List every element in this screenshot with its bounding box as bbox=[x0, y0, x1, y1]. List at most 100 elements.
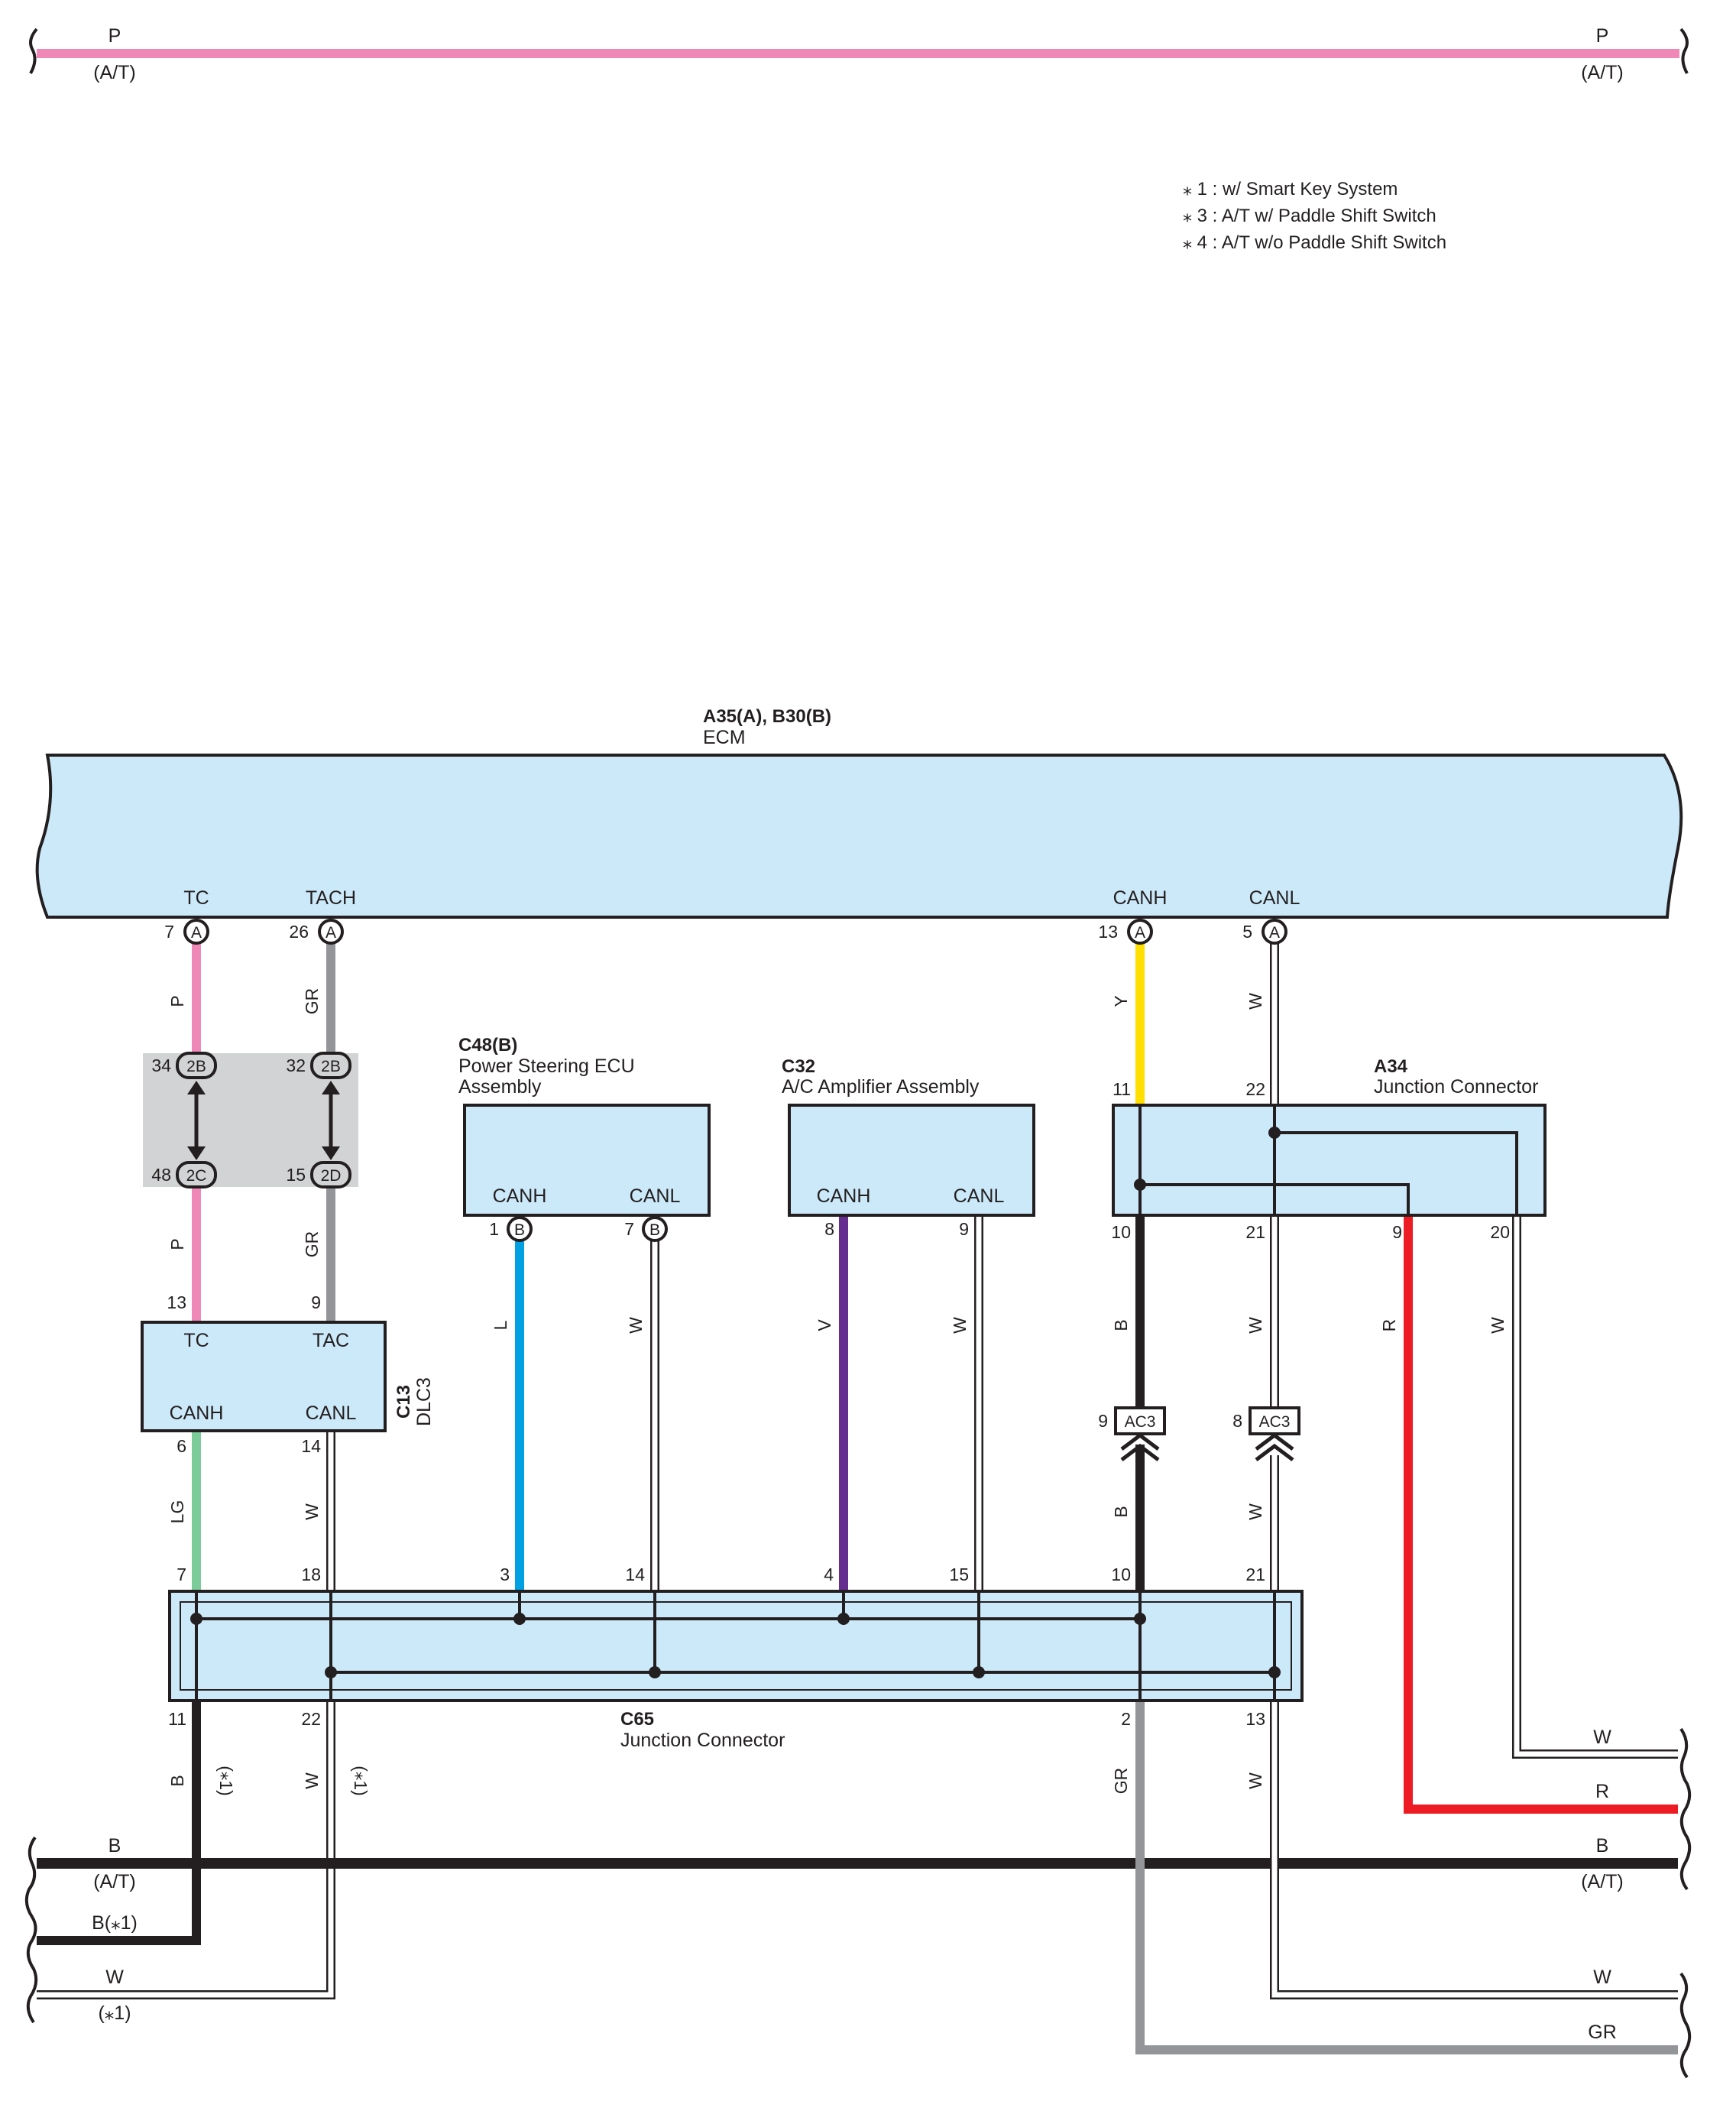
wire-code: B bbox=[167, 1775, 187, 1786]
c48-terminal: CANH bbox=[493, 1185, 547, 1207]
notes: ⁎ 1 : w/ Smart Key System ⁎ 3 : A/T w/ P… bbox=[1183, 179, 1446, 253]
pin-number: 20 bbox=[1490, 1222, 1510, 1242]
connector-chevron-icon bbox=[1255, 1432, 1294, 1461]
c48-power-steering-ecu: C48(B) Power Steering ECU Assembly CANH … bbox=[458, 1035, 711, 1242]
c48-name: Assembly bbox=[458, 1076, 542, 1098]
pin-number: 8 bbox=[1232, 1411, 1242, 1431]
a34-code: A34 bbox=[1374, 1056, 1408, 1077]
pin-number: 9 bbox=[311, 1292, 321, 1312]
wire-code: W bbox=[302, 1772, 322, 1789]
dlc3-name: DLC3 bbox=[413, 1377, 435, 1426]
wire-code: GR bbox=[1588, 2022, 1617, 2043]
connector-circle bbox=[507, 1216, 533, 1242]
ecm-body bbox=[35, 754, 1683, 919]
wire-code: GR bbox=[1111, 1768, 1131, 1795]
wire-code: B bbox=[108, 1835, 121, 1856]
pin-number: 14 bbox=[301, 1436, 321, 1456]
c65-code: C65 bbox=[620, 1709, 654, 1730]
connector-letter: A bbox=[191, 924, 202, 942]
ac3-label-box bbox=[1114, 1406, 1166, 1435]
c48-body bbox=[463, 1104, 711, 1217]
pin-number: 4 bbox=[824, 1565, 834, 1584]
wire-code: P bbox=[167, 995, 187, 1007]
junction-block: 2B 34 2B 32 2C 48 2D 15 bbox=[143, 1052, 358, 1188]
note: ⁎ 4 : A/T w/o Paddle Shift Switch bbox=[1183, 232, 1446, 253]
pin-number: 15 bbox=[286, 1165, 306, 1185]
wire-codes: P GR P GR Y W L W V W B W R W B W LG W B… bbox=[167, 988, 1508, 1796]
c32-body bbox=[788, 1104, 1035, 1217]
connector-oval bbox=[176, 1161, 217, 1188]
connector-circle bbox=[1127, 919, 1153, 945]
pin-number: 11 bbox=[1113, 1079, 1131, 1099]
pin-number: 9 bbox=[1098, 1411, 1108, 1431]
wire-code: R bbox=[1379, 1319, 1399, 1332]
connector-label: 2B bbox=[321, 1058, 341, 1075]
wire-code: P bbox=[108, 25, 121, 47]
c65-body bbox=[168, 1590, 1304, 1702]
pin-number: 1 bbox=[489, 1219, 499, 1239]
pin-number: 7 bbox=[624, 1219, 634, 1239]
c48-name: Power Steering ECU bbox=[458, 1056, 635, 1077]
wire-code: W bbox=[302, 1503, 322, 1520]
left-exits: B (A/T) B(⁎1) W (⁎1) bbox=[24, 1835, 138, 2024]
c65-inner bbox=[180, 1601, 1292, 1691]
wire-code: W bbox=[1488, 1317, 1508, 1334]
pin-number: 13 bbox=[167, 1292, 186, 1312]
c32-ac-amplifier: C32 A/C Amplifier Assembly CANH CANL 8 9 bbox=[782, 1056, 1035, 1239]
wire-code: B bbox=[1596, 1835, 1609, 1856]
wire-condition: (⁎1) bbox=[98, 2002, 131, 2024]
ac3-connectors: AC3 9 AC3 8 bbox=[1098, 1406, 1300, 1461]
break-mark bbox=[24, 1836, 38, 2024]
wire-code: B(⁎1) bbox=[92, 1912, 138, 1934]
wire-code: W bbox=[1245, 1317, 1265, 1334]
dlc3-terminal: CANL bbox=[306, 1402, 357, 1424]
connector-circle bbox=[318, 919, 344, 945]
double-arrow-icon bbox=[322, 1081, 340, 1160]
pin-number: 22 bbox=[301, 1709, 321, 1729]
connector-letter: A bbox=[1269, 924, 1280, 942]
pin-number: 21 bbox=[1245, 1222, 1265, 1242]
pin-number: 21 bbox=[1245, 1565, 1265, 1584]
junction-dot bbox=[1134, 1179, 1146, 1191]
a34-junction-connector: A34 Junction Connector 11 22 10 21 9 20 bbox=[1111, 1056, 1547, 1242]
c65-internal-links bbox=[195, 1591, 1276, 1701]
connector-circle bbox=[1262, 919, 1287, 945]
wire-w bbox=[1512, 1215, 1678, 1759]
wire-code: GR bbox=[302, 1231, 322, 1258]
wire-code: W bbox=[626, 1317, 646, 1334]
c32-terminal: CANH bbox=[817, 1185, 871, 1207]
wire-code: B bbox=[1111, 1506, 1131, 1517]
pin-number: 9 bbox=[959, 1219, 969, 1239]
wire-condition: (⁎1) bbox=[351, 1766, 371, 1796]
pin-number: 22 bbox=[1245, 1079, 1265, 1099]
wire-code: P bbox=[1596, 25, 1609, 47]
ecm-terminal-canh: CANH bbox=[1113, 887, 1168, 909]
ecm-code: A35(A), B30(B) bbox=[703, 706, 831, 727]
c32-terminal: CANL bbox=[954, 1185, 1005, 1207]
wire-code: P bbox=[167, 1238, 187, 1250]
a34-body bbox=[1112, 1104, 1547, 1217]
connector-oval bbox=[310, 1161, 351, 1188]
pin-number: 9 bbox=[1392, 1222, 1402, 1242]
connector-circle bbox=[642, 1216, 668, 1242]
wire-condition: (A/T) bbox=[93, 62, 136, 83]
ac3-label-box bbox=[1249, 1406, 1300, 1435]
connector-oval bbox=[176, 1052, 217, 1079]
pin-number: 10 bbox=[1111, 1222, 1131, 1242]
pin-number: 3 bbox=[500, 1565, 510, 1584]
double-arrow-icon bbox=[187, 1081, 206, 1160]
note: ⁎ 3 : A/T w/ Paddle Shift Switch bbox=[1183, 206, 1436, 226]
wire-condition: (⁎1) bbox=[216, 1766, 236, 1796]
a34-name: Junction Connector bbox=[1374, 1076, 1538, 1098]
dlc3-terminal: TC bbox=[183, 1330, 209, 1351]
wire-code: Y bbox=[1111, 995, 1131, 1007]
pin-number: 13 bbox=[1245, 1709, 1265, 1729]
pin-number: 26 bbox=[289, 922, 309, 942]
junction-dot bbox=[649, 1666, 661, 1678]
wire-code: R bbox=[1595, 1781, 1609, 1802]
pin-number: 18 bbox=[301, 1565, 321, 1584]
wire-code: W bbox=[105, 1967, 124, 1988]
junction-dot bbox=[190, 1613, 202, 1625]
pin-number: 11 bbox=[168, 1709, 186, 1729]
connector-letter: A bbox=[326, 924, 336, 942]
